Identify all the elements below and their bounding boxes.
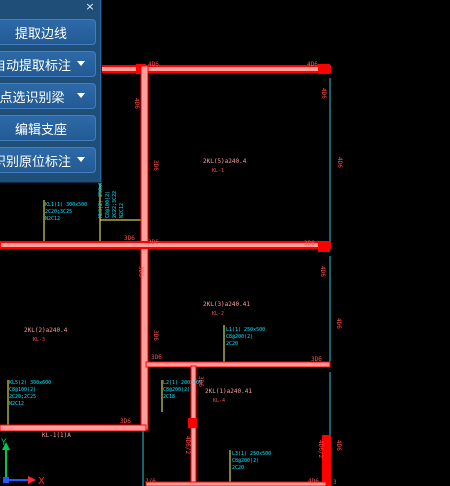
beam-bottom-left — [0, 424, 147, 432]
dim-label: 4D6 — [319, 266, 326, 277]
dim-label: 4D6 — [320, 88, 327, 99]
dim-label: 4D6 — [335, 440, 342, 451]
dim-label: 4D6/2 — [184, 436, 191, 454]
annot-line: C8@200(2) — [232, 458, 259, 464]
beam-bottom — [145, 481, 327, 486]
annot-line: L2(1) 200x400 — [163, 380, 202, 386]
dim-labels: 4D6 4D6 4D6 4D6 3D6 4D6 3D6 3D6 3D6 3D6 … — [42, 61, 343, 486]
y-axis-label: Y — [0, 438, 7, 448]
pick-identify-beam-button[interactable]: 点选识别梁 — [0, 83, 96, 109]
dim-label: 3D6 — [152, 330, 159, 341]
extract-edge-button[interactable]: 提取边线 — [0, 19, 96, 45]
button-label: 识别原位标注 — [0, 154, 71, 170]
close-icon[interactable]: × — [85, 0, 95, 13]
beam-name: 2KL(5)a240.4 — [203, 158, 247, 165]
beam-row3 — [145, 361, 331, 368]
annot-line: C8@200(2) — [163, 387, 190, 393]
dim-label: 4D6/2 — [317, 440, 324, 458]
annot-line: 2C20;2C25 — [9, 394, 36, 400]
annot-line: C8@200(2) — [226, 334, 253, 340]
beam-name: 2KL(3)a240.41 — [203, 301, 250, 308]
dim-label: KL-1(1)A — [42, 432, 71, 439]
dim-label: 4D6 — [307, 61, 318, 68]
edit-support-button[interactable]: 编辑支座 — [0, 115, 96, 141]
column-node — [188, 418, 197, 428]
dim-label: 3D6 — [120, 418, 131, 425]
annot-line: C8@100(2) — [105, 191, 111, 218]
dim-label: 3D6 — [197, 376, 204, 387]
dim-label: 3D6 — [152, 160, 159, 171]
annot-line: KL1(1) 300x500 — [45, 202, 87, 208]
annot-line: 2C18 — [163, 394, 175, 400]
dim-label: 4D6 — [335, 318, 342, 329]
dim-label: 3D6 — [124, 235, 135, 242]
dim-label: 4D6 — [148, 61, 159, 68]
dim-label: 3D6 — [304, 240, 315, 247]
beam-name-sub: KL-4 — [213, 398, 225, 404]
identify-in-situ-annotation-button[interactable]: 识别原位标注 — [0, 147, 96, 173]
button-label: 编辑支座 — [14, 122, 67, 138]
dim-label: 3 — [333, 479, 337, 486]
annot-line: C8@100(2) — [9, 387, 36, 393]
annot-line: 2C20 — [226, 341, 238, 347]
beam-annotations: KL1(1) 300x500 2C20;3C25 N2C12 KL3(2) 25… — [9, 176, 271, 471]
annot-line: N2C12 — [9, 401, 24, 407]
annot-line: KL5(2) 300x600 — [9, 380, 51, 386]
x-axis-arrow — [28, 476, 36, 484]
origin-marker — [3, 477, 9, 483]
beam-mid — [0, 241, 331, 249]
beam-name: 2KL(1)a240.41 — [205, 388, 252, 395]
annot-line: N2C12 — [119, 203, 125, 218]
dim-label: 3D6 — [148, 239, 159, 246]
column-node — [318, 243, 330, 252]
beam-name-sub: KL-2 — [212, 311, 224, 317]
annot-line: N2C12 — [45, 216, 60, 222]
button-label: 点选识别梁 — [0, 90, 65, 106]
beams — [0, 64, 331, 486]
annot-line: L3(1) 250x500 — [232, 451, 271, 457]
dropdown-arrow-icon[interactable] — [77, 157, 85, 162]
axis-lines — [7, 78, 331, 486]
button-label: 提取边线 — [14, 26, 67, 42]
dim-label: 3D6 — [311, 356, 322, 363]
dropdown-arrow-icon[interactable] — [77, 93, 85, 98]
beam-name-sub: KL-3 — [33, 337, 45, 343]
y-axis-arrow — [2, 442, 10, 450]
dim-label: 2/6 — [145, 478, 156, 485]
dim-label: 4D6 — [336, 157, 343, 168]
annot-line: 2C22;3C22 — [112, 191, 118, 218]
dim-label: 4D6 — [133, 98, 140, 109]
annot-line: 2C20 — [232, 465, 244, 471]
beam-name-sub: KL-1 — [212, 168, 224, 174]
auto-extract-annotation-button[interactable]: 自动提取标注 — [0, 51, 96, 77]
beam-top — [99, 65, 331, 73]
annot-line: 2C20;3C25 — [45, 209, 72, 215]
beam-name: 2KL(2)a240.4 — [24, 327, 68, 334]
dim-label: 3D6 — [151, 354, 162, 361]
column-bottom-right — [322, 435, 331, 486]
dropdown-arrow-icon[interactable] — [77, 61, 85, 66]
column-node — [318, 64, 330, 74]
dim-label: 4D6 — [308, 478, 319, 485]
button-label: 自动提取标注 — [0, 58, 71, 74]
annot-line: KL3(2) 250x600 — [98, 176, 104, 218]
annot-line: L1(1) 250x500 — [226, 327, 265, 333]
recognition-tool-panel: × 提取边线 自动提取标注 点选识别梁 编辑支座 识别原位标注 — [0, 0, 101, 182]
beam-names: 2KL(5)a240.4 KL-1 2KL(3)a240.41 KL-2 2KL… — [24, 158, 252, 404]
dim-label: 3D6 — [137, 266, 144, 277]
x-axis-label: X — [38, 476, 45, 486]
ucs-axis-icon: Y X — [0, 438, 45, 486]
